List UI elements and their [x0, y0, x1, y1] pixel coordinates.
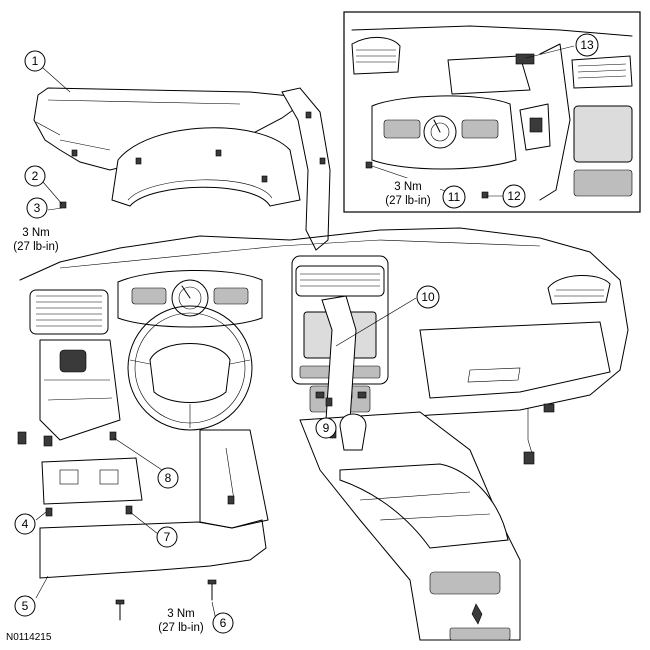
callout-2: 2 [24, 165, 46, 187]
lower-trim-panel [39, 519, 267, 579]
steering-column-shroud [41, 457, 143, 505]
lower-screws [115, 579, 217, 621]
console-armrest [339, 463, 509, 549]
dash-body-outline [19, 227, 629, 421]
svg-text:9: 9 [323, 421, 330, 435]
svg-text:5: 5 [22, 599, 29, 613]
svg-text:13: 13 [580, 38, 594, 52]
callout-6: 6 [212, 612, 234, 634]
a-pillar-trim [281, 87, 331, 251]
svg-text:6: 6 [220, 616, 227, 630]
callout-1: 1 [24, 50, 46, 72]
svg-text:3 Nm: 3 Nm [22, 227, 49, 239]
svg-text:3 Nm: 3 Nm [394, 181, 421, 193]
glove-box-door [419, 321, 611, 399]
svg-text:10: 10 [421, 290, 435, 304]
steering-wheel-rim [127, 305, 253, 431]
instrument-panel-illustration [17, 87, 629, 641]
callout-5: 5 [14, 595, 36, 617]
svg-text:8: 8 [165, 471, 172, 485]
torque-spec-bottom: 3 Nm (27 lb-in) [150, 606, 212, 636]
gear-shifter [339, 413, 367, 451]
torque-spec-inset: 3 Nm (27 lb-in) [376, 178, 440, 208]
svg-text:11: 11 [448, 190, 461, 204]
svg-text:7: 7 [164, 530, 171, 544]
left-air-vent [29, 289, 109, 335]
steering-wheel-hub [149, 343, 231, 403]
cluster-hood-arch [111, 127, 301, 207]
svg-text:(27 lb-in): (27 lb-in) [13, 241, 59, 253]
svg-text:4: 4 [22, 517, 29, 531]
callout-3: 3 [26, 197, 48, 219]
callout-13: 13 [575, 33, 599, 57]
svg-text:3: 3 [34, 201, 41, 215]
callout-7: 7 [156, 526, 178, 548]
svg-text:3 Nm: 3 Nm [167, 608, 194, 620]
callout-11: 11 [442, 185, 466, 209]
svg-text:2: 2 [32, 169, 39, 183]
svg-text:1: 1 [32, 54, 39, 68]
callout-10: 10 [416, 285, 440, 309]
figure-id: N0114215 [6, 632, 52, 643]
callouts: 1 2 3 4 5 6 7 8 [14, 33, 599, 634]
callout-8: 8 [157, 467, 179, 489]
callout-12: 12 [502, 184, 526, 208]
svg-text:(27 lb-in): (27 lb-in) [158, 622, 204, 634]
svg-text:(27 lb-in): (27 lb-in) [385, 195, 431, 207]
svg-text:12: 12 [507, 189, 521, 203]
callout-4: 4 [14, 513, 36, 535]
callout-9: 9 [315, 417, 337, 439]
torque-spec-left: 3 Nm (27 lb-in) [8, 224, 70, 254]
